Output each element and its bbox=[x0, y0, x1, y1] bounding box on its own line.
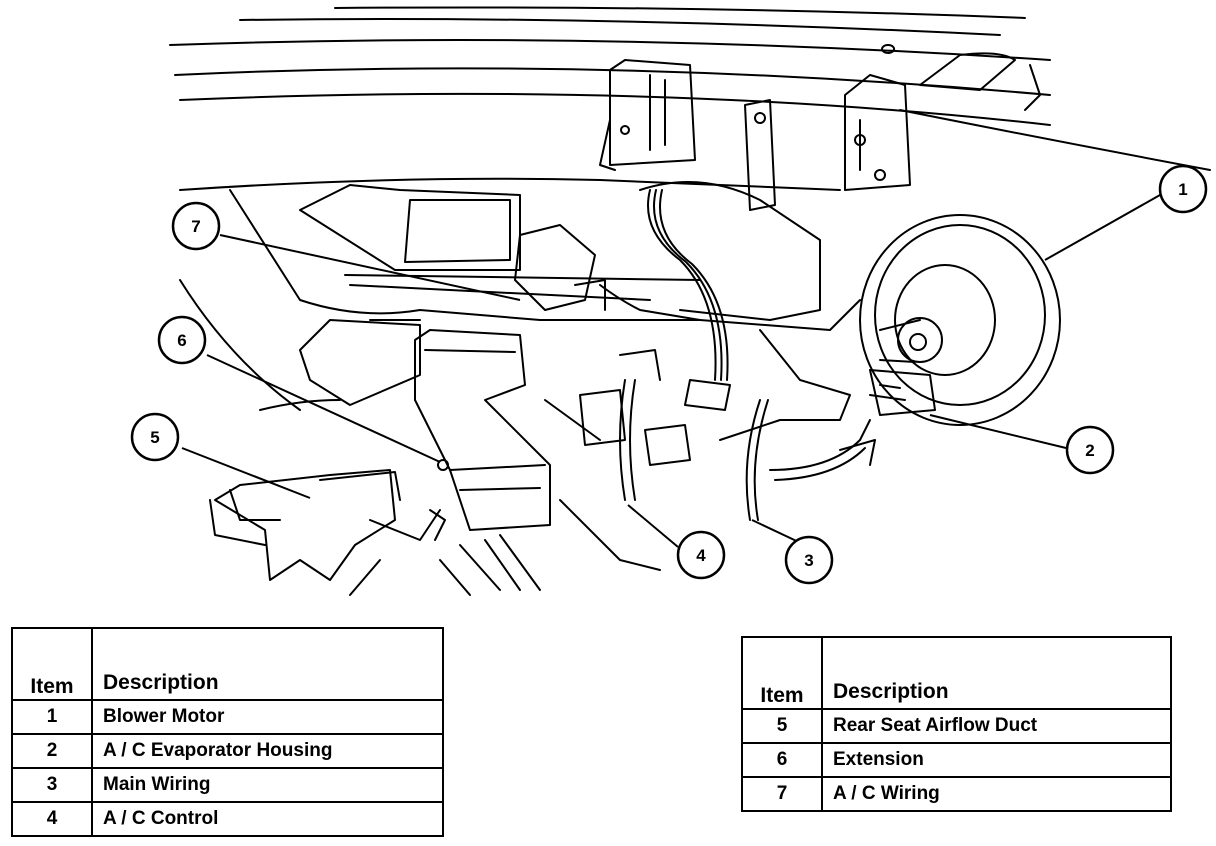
legend-item-number: 3 bbox=[11, 767, 93, 803]
extension-duct bbox=[414, 329, 551, 541]
legend-item-number: 4 bbox=[11, 801, 93, 837]
callout-4: 4 bbox=[676, 530, 726, 580]
dashboard-outline bbox=[169, 6, 1211, 171]
legend-row: 6 Extension bbox=[741, 742, 1172, 778]
svg-text:5: 5 bbox=[150, 428, 159, 447]
bracket-right bbox=[844, 74, 911, 191]
svg-text:4: 4 bbox=[696, 546, 706, 565]
callout-7: 7 bbox=[171, 201, 221, 251]
legend-item-description: Extension bbox=[821, 742, 1172, 778]
bracket-left bbox=[599, 59, 696, 171]
legend-item-description: A / C Control bbox=[91, 801, 444, 837]
ac-control bbox=[514, 224, 691, 501]
bracket-center bbox=[744, 99, 776, 211]
legend-table-right: Item Description 5 Rear Seat Airflow Duc… bbox=[741, 636, 1172, 812]
callout-6: 6 bbox=[157, 315, 207, 365]
callout-leaders bbox=[181, 194, 1161, 548]
legend-item-number: 6 bbox=[741, 742, 823, 778]
legend-item-number: 2 bbox=[11, 733, 93, 769]
svg-text:1: 1 bbox=[1178, 180, 1187, 199]
evaporator-housing bbox=[179, 177, 861, 441]
legend-header-item: Item bbox=[11, 627, 93, 701]
legend-row: 3 Main Wiring bbox=[11, 767, 444, 803]
legend-row: 4 A / C Control bbox=[11, 801, 444, 837]
legend-header-item: Item bbox=[741, 636, 823, 710]
legend-item-description: Main Wiring bbox=[91, 767, 444, 803]
legend-header-description: Description bbox=[821, 636, 1172, 710]
svg-text:2: 2 bbox=[1085, 441, 1094, 460]
rear-seat-airflow-duct bbox=[209, 319, 441, 581]
legend-row: 1 Blower Motor bbox=[11, 699, 444, 735]
callout-1: 1 bbox=[1158, 164, 1208, 214]
legend-item-description: Blower Motor bbox=[91, 699, 444, 735]
legend-row: 2 A / C Evaporator Housing bbox=[11, 733, 444, 769]
floor-lines bbox=[179, 279, 661, 596]
legend-item-number: 7 bbox=[741, 776, 823, 812]
legend-table-left: Item Description 1 Blower Motor 2 A / C … bbox=[11, 627, 444, 837]
wiring-harness bbox=[599, 189, 936, 521]
svg-text:7: 7 bbox=[191, 217, 200, 236]
legend-item-description: A / C Wiring bbox=[821, 776, 1172, 812]
legend-header-row: Item Description bbox=[741, 636, 1172, 710]
legend-header-description: Description bbox=[91, 627, 444, 701]
blower-assembly-illustration: 1 2 3 4 5 6 7 bbox=[130, 6, 1211, 596]
legend-item-number: 1 bbox=[11, 699, 93, 735]
legend-item-number: 5 bbox=[741, 708, 823, 744]
legend-row: 7 A / C Wiring bbox=[741, 776, 1172, 812]
legend-item-description: A / C Evaporator Housing bbox=[91, 733, 444, 769]
callout-3: 3 bbox=[784, 535, 834, 585]
callout-5: 5 bbox=[130, 412, 180, 462]
svg-text:3: 3 bbox=[804, 551, 813, 570]
legend-item-description: Rear Seat Airflow Duct bbox=[821, 708, 1172, 744]
legend-header-row: Item Description bbox=[11, 627, 444, 701]
svg-text:6: 6 bbox=[177, 331, 186, 350]
blower-motor bbox=[859, 214, 1061, 426]
legend-row: 5 Rear Seat Airflow Duct bbox=[741, 708, 1172, 744]
callout-2: 2 bbox=[1065, 425, 1115, 475]
